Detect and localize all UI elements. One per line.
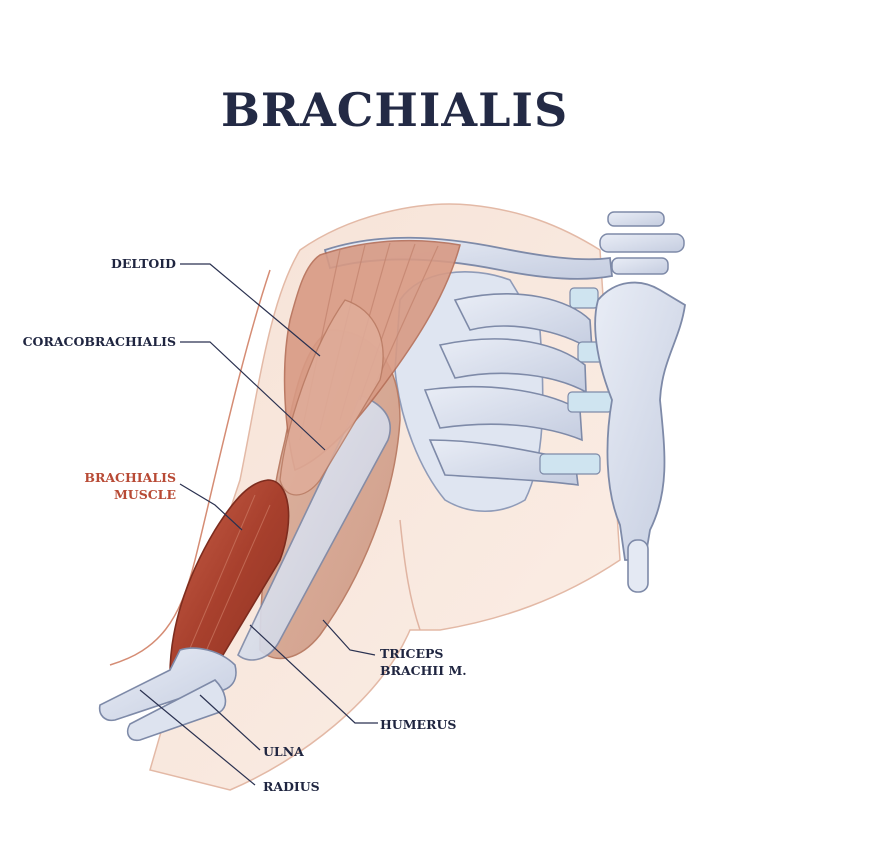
label-triceps-line2: BRACHII M. [380,663,467,678]
humerus [237,393,391,661]
label-coracobrachialis: CORACOBRACHIALIS [22,334,176,349]
label-brachialis-line2: MUSCLE [113,487,176,502]
diagram-title: BRACHIALIS [221,83,569,137]
coracobrachialis-muscle [279,299,384,496]
leader-lines [139,263,378,786]
sternum [594,281,686,593]
label-triceps-line1: TRICEPS [380,646,444,661]
label-ulna: ULNA [263,744,304,759]
label-humerus: HUMERUS [380,717,457,732]
forearm-bones [98,647,237,742]
label-radius: RADIUS [263,779,320,794]
label-deltoid: DELTOID [110,256,176,271]
label-brachialis-line1: BRACHIALIS [84,470,176,485]
brachialis-fibers [184,494,271,666]
spine-vertebrae [599,211,685,275]
ribcage [394,271,615,513]
